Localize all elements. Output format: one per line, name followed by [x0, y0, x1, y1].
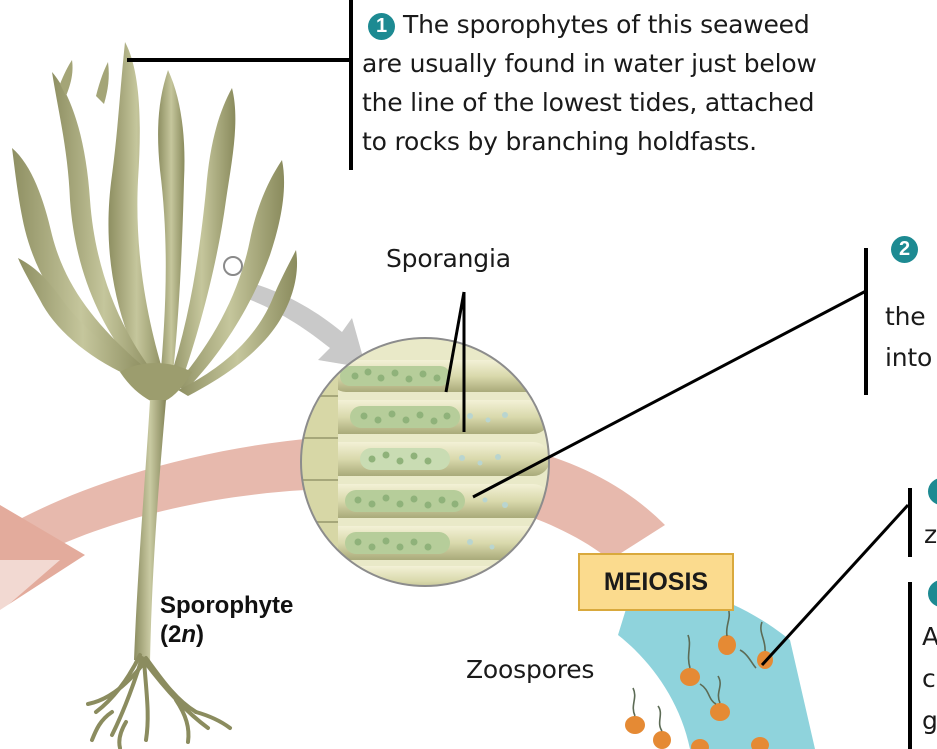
sporophyte-label: Sporophyte (2n): [160, 591, 293, 649]
step-4-text-line-2: c: [922, 664, 936, 693]
step-1-text-line-4: to rocks by branching holdfasts.: [362, 127, 757, 156]
sporophyte-ploidy: (2n): [160, 620, 293, 649]
step-3-text-line-1: z: [924, 520, 937, 549]
step-2-badge: 2: [891, 236, 918, 263]
step-2-text-line-1: the: [885, 302, 925, 331]
sporangium-row: [320, 400, 550, 434]
sporophyte-label-name: Sporophyte: [160, 591, 293, 620]
sporangia-magnified-view: [300, 338, 550, 596]
ploidy-n: n: [181, 621, 196, 648]
sporangium-row: [330, 360, 550, 392]
ploidy-open: (2: [160, 621, 181, 648]
meiosis-label: MEIOSIS: [578, 553, 734, 611]
step-2-text-line-2: into: [885, 343, 932, 372]
sporangium-row: [320, 526, 550, 560]
magnify-origin-icon: [224, 257, 242, 275]
step-1-text-line-3: the line of the lowest tides, attached: [362, 88, 814, 117]
ploidy-close: ): [196, 621, 204, 648]
step-4-text-line-1: A: [922, 622, 937, 651]
sporangia-label: Sporangia: [386, 244, 511, 273]
step-1-text-line-1: The sporophytes of this seaweed: [403, 10, 810, 39]
sporangium-row: [315, 442, 550, 476]
step-4-text-line-3: g: [922, 706, 937, 735]
step-1-line-1: 1 The sporophytes of this seaweed: [368, 10, 810, 40]
sporangium-row: [315, 484, 550, 518]
zoospores-label: Zoospores: [466, 655, 594, 684]
step-1-text-line-2: are usually found in water just below: [362, 49, 817, 78]
step-1-badge: 1: [368, 13, 395, 40]
